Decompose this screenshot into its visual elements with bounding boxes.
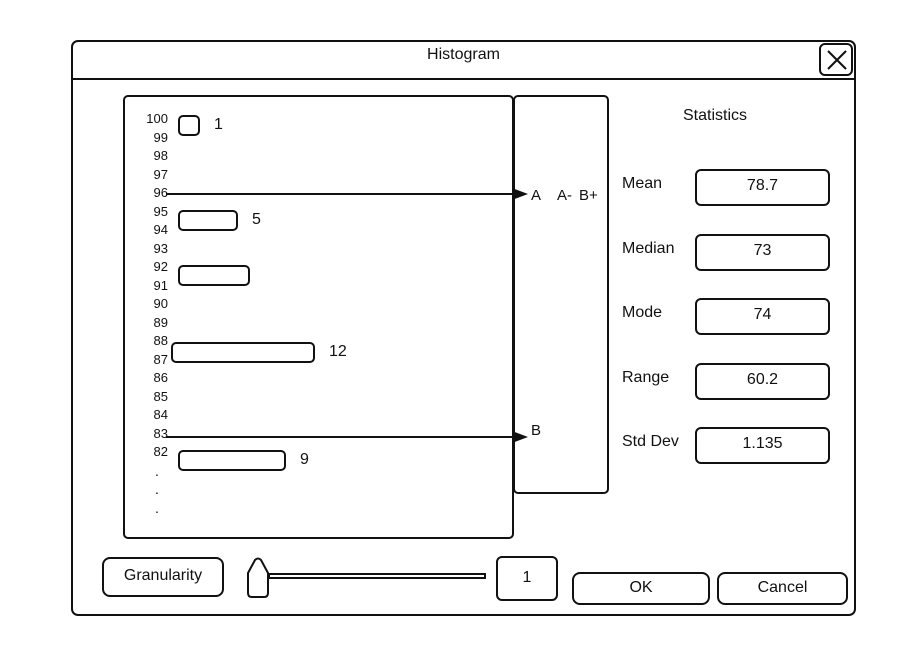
score-tick: 88 bbox=[153, 333, 168, 348]
title-bar bbox=[71, 40, 856, 80]
score-tick: 94 bbox=[153, 222, 168, 237]
dialog-title: Histogram bbox=[427, 46, 500, 63]
bar-count-label: 9 bbox=[300, 451, 309, 468]
grade-b-label: B bbox=[531, 422, 542, 439]
cutoff-line-b[interactable] bbox=[166, 436, 514, 438]
cutoff-line-a[interactable] bbox=[166, 193, 514, 195]
granularity-value-field[interactable]: 1 bbox=[496, 556, 558, 601]
granularity-slider-track[interactable] bbox=[268, 573, 486, 579]
score-tick: 86 bbox=[153, 370, 168, 385]
score-tick: 87 bbox=[153, 351, 168, 367]
stat-field-std-dev[interactable]: 1.135 bbox=[695, 427, 830, 464]
histogram-bar[interactable] bbox=[178, 115, 200, 136]
statistics-title: Statistics bbox=[682, 107, 747, 124]
score-tick: 97 bbox=[153, 166, 168, 182]
cancel-button[interactable]: Cancel bbox=[717, 572, 848, 605]
stat-field-mean[interactable]: 78.7 bbox=[695, 169, 830, 206]
granularity-slider-thumb[interactable] bbox=[245, 557, 273, 599]
score-tick: 83 bbox=[153, 425, 168, 441]
score-tick: 93 bbox=[153, 240, 168, 256]
granularity-button[interactable]: Granularity bbox=[102, 557, 224, 597]
score-tick: 84 bbox=[153, 407, 168, 422]
grade-panel bbox=[513, 95, 609, 494]
stat-label-range: Range bbox=[622, 368, 670, 386]
stat-label-mean: Mean bbox=[622, 175, 663, 192]
score-tick: 100 bbox=[146, 111, 168, 126]
histogram-bar[interactable] bbox=[178, 450, 286, 471]
histogram-bar[interactable] bbox=[178, 265, 250, 286]
continuation-dot: · bbox=[154, 503, 160, 519]
continuation-dot: · bbox=[154, 466, 160, 482]
continuation-dot: · bbox=[154, 484, 160, 500]
score-tick: 99 bbox=[153, 129, 168, 145]
stat-label-median: Median bbox=[622, 239, 675, 257]
score-tick: 89 bbox=[153, 314, 168, 330]
stat-label-std-dev: Std Dev bbox=[622, 433, 679, 450]
histogram-panel bbox=[123, 95, 514, 539]
grade-b-plus-label: B+ bbox=[579, 187, 598, 204]
grade-a-minus-label: A- bbox=[557, 187, 572, 204]
close-x-icon bbox=[827, 50, 847, 70]
arrow-head-icon bbox=[512, 431, 528, 443]
stat-label-mode: Mode bbox=[622, 304, 663, 321]
grade-a-label: A bbox=[531, 187, 542, 204]
score-tick: 82 bbox=[153, 444, 168, 459]
histogram-bar[interactable] bbox=[171, 342, 315, 363]
score-tick: 96 bbox=[153, 185, 168, 200]
score-tick: 85 bbox=[153, 388, 168, 404]
stat-field-median[interactable]: 73 bbox=[695, 233, 830, 271]
ok-button[interactable]: OK bbox=[572, 572, 710, 605]
score-tick: 90 bbox=[153, 296, 168, 311]
score-tick: 91 bbox=[153, 277, 168, 293]
bar-count-label: 1 bbox=[214, 116, 223, 133]
score-tick: 95 bbox=[153, 203, 168, 219]
stat-field-range[interactable]: 60.2 bbox=[695, 362, 830, 400]
arrow-head-icon bbox=[512, 188, 528, 200]
close-button[interactable] bbox=[819, 43, 853, 76]
stat-field-mode[interactable]: 74 bbox=[695, 298, 830, 335]
bar-count-label: 12 bbox=[329, 343, 347, 360]
histogram-bar[interactable] bbox=[178, 209, 238, 231]
bar-count-label: 5 bbox=[252, 210, 261, 228]
score-tick: 92 bbox=[153, 259, 168, 274]
score-tick: 98 bbox=[153, 148, 168, 163]
